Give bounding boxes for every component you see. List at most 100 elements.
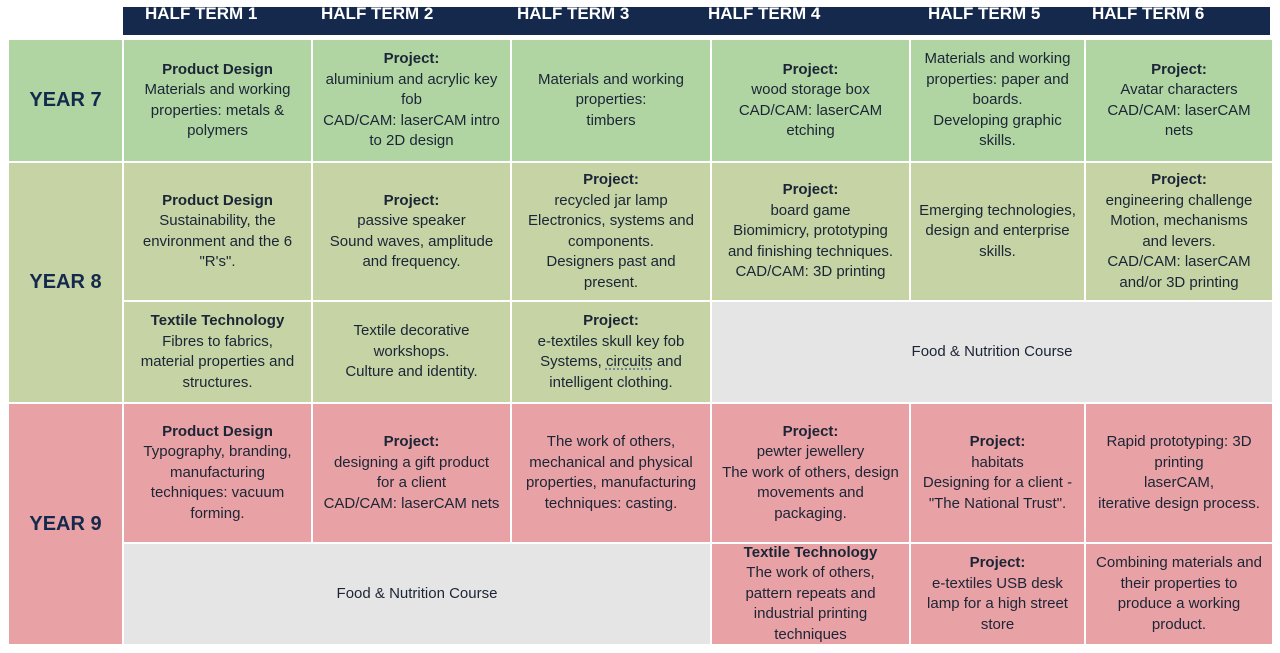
- food-nutrition-label: Food & Nutrition Course: [911, 342, 1073, 360]
- cell-line: and levers.: [1142, 232, 1216, 250]
- cell-line: and finishing techniques.: [727, 242, 894, 260]
- cell-line: CAD/CAM: laserCAM: [1107, 253, 1251, 270]
- cell-line: mechanical and physical: [529, 453, 693, 471]
- cell-line: Textile decorative: [353, 322, 470, 340]
- cell-line: polymers: [187, 122, 248, 139]
- cell-line: iterative design process.: [1098, 494, 1260, 512]
- y7-ht2-cell: Project: aluminium and acrylic key fob C…: [312, 39, 511, 162]
- cell-line: Developing graphic: [933, 111, 1062, 129]
- y9-pd-ht4-cell: Project: pewter jewellery The work of ot…: [711, 403, 910, 543]
- cell-line: store: [980, 615, 1015, 633]
- cell-line: techniques: [774, 625, 847, 643]
- y8-tt-ht1-cell: Textile Technology Fibres to fabrics, ma…: [123, 301, 312, 403]
- y8-pd-ht5-cell: Emerging technologies, design and enterp…: [910, 162, 1085, 301]
- cell-line: properties:: [575, 91, 647, 109]
- cell-title: Project:: [383, 50, 440, 68]
- y8-pd-ht6-cell: Project: engineering challenge Motion, m…: [1085, 162, 1273, 301]
- y9-pd-ht6-cell: Rapid prototyping: 3D printing laserCAM,…: [1085, 403, 1273, 543]
- cell-line: manufacturing: [169, 463, 266, 481]
- cell-line: and/or 3D printing: [1119, 273, 1239, 291]
- y8-pd-ht3-cell: Project: recycled jar lamp Electronics, …: [511, 162, 711, 301]
- y8-pd-ht2-cell: Project: passive speaker Sound waves, am…: [312, 162, 511, 301]
- cell-line: Combining materials and: [1096, 554, 1262, 571]
- cell-line: pattern repeats and: [745, 584, 876, 602]
- food-nutrition-label: Food & Nutrition Course: [336, 584, 498, 602]
- y9-food-nutrition-cell: Food & Nutrition Course: [123, 543, 711, 645]
- cell-line: recycled jar lamp: [554, 191, 668, 209]
- y8-tt-ht3-cell: Project: e-textiles skull key fob System…: [511, 301, 711, 403]
- cell-line: Sustainability, the: [159, 212, 276, 229]
- cell-line: Materials and working: [538, 70, 684, 88]
- cell-line: habitats: [971, 453, 1024, 471]
- cell-line: packaging.: [774, 504, 847, 522]
- y9-tt-ht4-cell: Textile Technology The work of others, p…: [711, 543, 910, 645]
- cell-title: Product Design: [162, 422, 273, 440]
- cell-line: printing: [1154, 453, 1204, 471]
- year-7-label: YEAR 7: [8, 39, 123, 162]
- header-half-term-2: HALF TERM 2: [321, 4, 434, 23]
- cell-line: industrial printing: [753, 605, 868, 623]
- cell-line: e-textiles USB desk: [932, 574, 1063, 592]
- cell-title: Project:: [583, 171, 639, 188]
- cell-line: design and enterprise: [925, 222, 1070, 240]
- y7-ht3-cell: Materials and working properties: timber…: [511, 39, 711, 162]
- y9-pd-ht3-cell: The work of others, mechanical and physi…: [511, 403, 711, 543]
- header-half-term-5: HALF TERM 5: [928, 4, 1041, 23]
- cell-line: Electronics, systems and: [528, 212, 694, 229]
- cell-title: Textile Technology: [743, 543, 878, 561]
- y7-ht4-cell: Project: wood storage box CAD/CAM: laser…: [711, 39, 910, 162]
- cell-line: CAD/CAM: laserCAM: [1107, 101, 1251, 119]
- cell-line: fob: [401, 91, 422, 109]
- cell-line: board game: [770, 201, 851, 219]
- cell-line: engineering challenge: [1105, 191, 1253, 209]
- cell-line: "R's".: [199, 253, 236, 270]
- cell-line: components.: [568, 232, 654, 250]
- cell-line: passive speaker: [357, 212, 466, 229]
- cell-title: Project:: [1151, 171, 1207, 188]
- y8-food-nutrition-cell: Food & Nutrition Course: [711, 301, 1273, 403]
- y9-pd-ht1-cell: Product Design Typography, branding, man…: [123, 403, 312, 543]
- header-half-term-4: HALF TERM 4: [708, 4, 821, 23]
- cell-line: The work of others, design: [722, 463, 899, 481]
- cell-line: etching: [786, 122, 835, 139]
- cell-line: Sound waves, amplitude: [329, 232, 494, 250]
- cell-line: for a client: [376, 474, 447, 491]
- cell-line: aluminium and acrylic key: [325, 70, 498, 88]
- cell-title: Project:: [782, 60, 839, 78]
- y8-tt-ht2-cell: Textile decorative workshops. Culture an…: [312, 301, 511, 403]
- y8-pd-ht4-cell: Project: board game Biomimicry, prototyp…: [711, 162, 910, 301]
- cell-line: boards.: [972, 91, 1023, 109]
- cell-line: pewter jewellery: [756, 443, 865, 461]
- cell-title: Project:: [782, 422, 839, 440]
- cell-line: designing a gift product: [333, 453, 490, 471]
- cell-line: Biomimicry, prototyping: [733, 222, 888, 240]
- cell-line: CAD/CAM: 3D printing: [735, 263, 886, 281]
- cell-line: Systems, circuits and: [540, 352, 682, 373]
- cell-line: forming.: [190, 504, 245, 522]
- cell-line: laserCAM,: [1143, 474, 1214, 491]
- cell-line: environment and the 6: [142, 232, 293, 250]
- y9-tt-ht6-cell: Combining materials and their properties…: [1085, 543, 1273, 645]
- cell-title: Project:: [782, 181, 839, 199]
- y7-ht6-cell: Project: Avatar characters CAD/CAM: lase…: [1085, 39, 1273, 162]
- cell-line: material properties and: [140, 353, 295, 370]
- cell-line: The work of others,: [546, 433, 676, 450]
- circuits-link[interactable]: circuits: [605, 353, 653, 370]
- cell-title: Project:: [969, 554, 1026, 571]
- cell-line: produce a working: [1117, 595, 1241, 612]
- cell-line: properties: metals &: [150, 101, 285, 119]
- cell-line: to 2D design: [369, 132, 454, 150]
- year-8-label: YEAR 8: [8, 162, 123, 403]
- cell-title: Project:: [583, 312, 639, 329]
- cell-line: techniques: casting.: [544, 494, 678, 512]
- cell-title: Product Design: [162, 191, 273, 209]
- cell-line: e-textiles skull key fob: [537, 332, 685, 350]
- cell-line: CAD/CAM: laserCAM intro: [323, 111, 500, 129]
- cell-line: intelligent clothing.: [549, 373, 673, 391]
- cell-line: present.: [583, 273, 639, 291]
- cell-line: product.: [1151, 615, 1207, 633]
- cell-line: The work of others,: [746, 564, 875, 582]
- cell-title: Project:: [969, 433, 1026, 450]
- cell-line: Emerging technologies,: [919, 201, 1076, 219]
- year-9-label: YEAR 9: [8, 403, 123, 645]
